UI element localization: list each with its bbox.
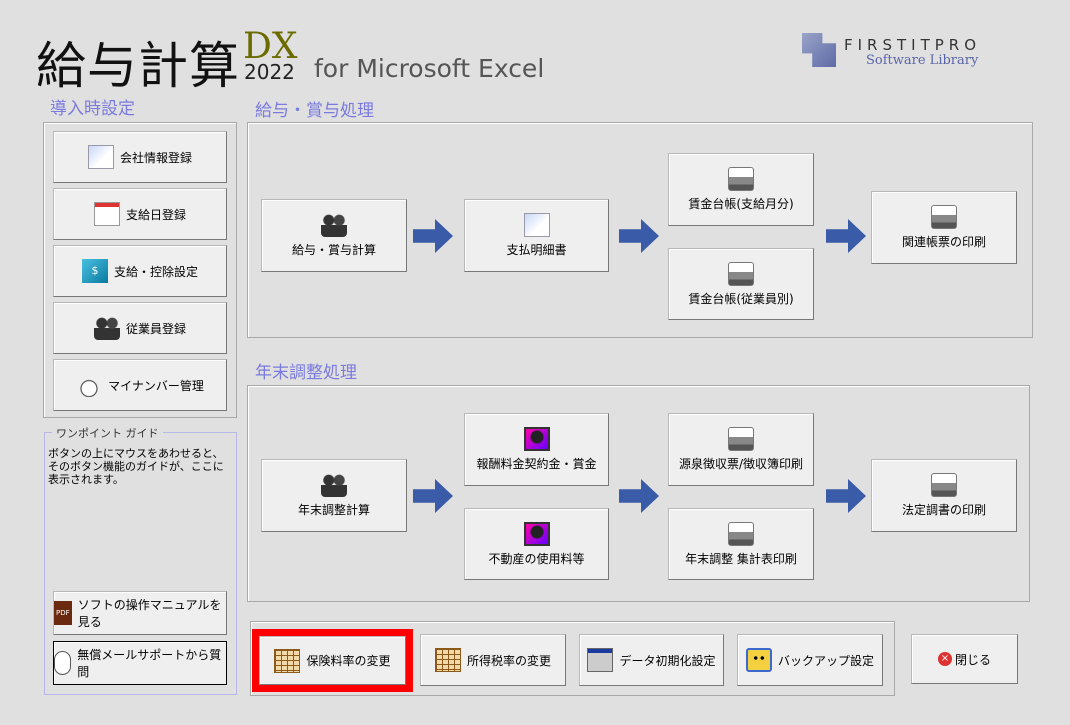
payroll-calc-button[interactable]: 給与・賞与計算 bbox=[261, 199, 407, 272]
fees-button[interactable]: 報酬料金契約金・賞金 bbox=[464, 413, 609, 486]
button-label: 不動産の使用料等 bbox=[488, 551, 585, 566]
related-print-button[interactable]: 関連帳票の印刷 bbox=[871, 191, 1017, 264]
button-label: 保険料率の変更 bbox=[306, 654, 391, 668]
printer-icon bbox=[728, 167, 754, 191]
manual-button[interactable]: PDF ソフトの操作マニュアルを見る bbox=[53, 591, 227, 635]
button-label: 閉じる bbox=[954, 652, 991, 667]
button-label: 関連帳票の印刷 bbox=[901, 235, 986, 249]
button-label: 支給・控除設定 bbox=[113, 264, 198, 279]
puzzle-icon bbox=[802, 33, 836, 67]
button-label: 支給日登録 bbox=[125, 207, 186, 222]
calendar-icon bbox=[93, 202, 120, 226]
button-label: 支払明細書 bbox=[506, 243, 567, 257]
button-label: バックアップ設定 bbox=[777, 653, 874, 668]
button-label: マイナンバー管理 bbox=[108, 378, 204, 393]
platform-label: for Microsoft Excel bbox=[314, 54, 545, 83]
button-label: 無償メールサポートから質問 bbox=[77, 648, 222, 679]
money-icon: $ bbox=[81, 259, 108, 283]
people-icon bbox=[321, 213, 347, 237]
company-icon bbox=[87, 145, 114, 169]
printer-icon bbox=[728, 521, 754, 546]
button-label: データ初期化設定 bbox=[619, 653, 716, 668]
button-label: 賃金台帳(支給月分) bbox=[688, 197, 794, 211]
employee-register-button[interactable]: 従業員登録 bbox=[53, 302, 227, 354]
logo-name: FIRSTITPRO bbox=[844, 36, 982, 54]
button-label: 年末調整計算 bbox=[297, 503, 370, 517]
close-button[interactable]: ×閉じる bbox=[911, 634, 1018, 684]
setup-panel bbox=[43, 122, 237, 418]
ledger-month-button[interactable]: 賃金台帳(支給月分) bbox=[668, 153, 814, 226]
withholding-print-button[interactable]: 源泉徴収票/徴収簿印刷 bbox=[668, 413, 814, 486]
button-label: 報酬料金契約金・賞金 bbox=[476, 457, 597, 471]
button-label: ソフトの操作マニュアルを見る bbox=[77, 598, 222, 629]
vendor-logo: FIRSTITPRO Software Library bbox=[802, 33, 1022, 73]
backup-button[interactable]: バックアップ設定 bbox=[737, 634, 883, 686]
income-tax-rate-button[interactable]: 所得税率の変更 bbox=[420, 634, 566, 686]
printer-icon bbox=[931, 473, 957, 497]
support-button[interactable]: 無償メールサポートから質問 bbox=[53, 641, 227, 685]
button-label: 法定調書の印刷 bbox=[901, 503, 986, 517]
close-icon: × bbox=[937, 652, 952, 666]
ledger-employee-button[interactable]: 賃金台帳(従業員別) bbox=[668, 248, 814, 320]
pdf-icon: PDF bbox=[54, 601, 72, 625]
company-info-button[interactable]: 会社情報登録 bbox=[53, 131, 227, 183]
button-label: 賃金台帳(従業員別) bbox=[688, 291, 794, 306]
app-title: 給与計算 bbox=[36, 37, 240, 95]
table-icon bbox=[434, 648, 461, 672]
payroll-title: 給与・賞与処理 bbox=[255, 101, 374, 121]
statutory-print-button[interactable]: 法定調書の印刷 bbox=[871, 459, 1017, 532]
edition-label: DX bbox=[243, 26, 298, 67]
yearend-panel bbox=[247, 385, 1030, 602]
year-label: 2022 bbox=[244, 60, 295, 84]
guide-title: ワンポイント ガイド bbox=[52, 425, 163, 441]
logo-subtitle: Software Library bbox=[866, 53, 979, 68]
payday-button[interactable]: 支給日登録 bbox=[53, 188, 227, 240]
insurance-rate-button[interactable]: 保険料率の変更 bbox=[259, 636, 406, 685]
printer-icon bbox=[728, 427, 754, 451]
button-label: 給与・賞与計算 bbox=[291, 243, 376, 257]
printer-icon bbox=[931, 205, 957, 229]
printer-icon bbox=[728, 261, 754, 286]
yearend-calc-button[interactable]: 年末調整計算 bbox=[261, 459, 407, 532]
payslip-button[interactable]: 支払明細書 bbox=[464, 199, 609, 272]
people-icon bbox=[93, 316, 120, 340]
button-label: 源泉徴収票/徴収簿印刷 bbox=[678, 457, 804, 471]
person-photo-icon bbox=[523, 427, 550, 451]
person-photo-icon bbox=[523, 521, 550, 546]
yearend-title: 年末調整処理 bbox=[255, 363, 357, 383]
payroll-panel bbox=[247, 122, 1033, 338]
highlight-box bbox=[252, 629, 413, 692]
guide-text: ボタンの上にマウスをあわせると、そのボタン機能のガイドが、ここに表示されます。 bbox=[48, 447, 224, 486]
summary-print-button[interactable]: 年末調整 集計表印刷 bbox=[668, 508, 814, 580]
real-estate-button[interactable]: 不動産の使用料等 bbox=[464, 508, 609, 580]
rabbit-icon bbox=[76, 373, 103, 397]
people-icon bbox=[321, 473, 347, 497]
data-init-button[interactable]: データ初期化設定 bbox=[579, 634, 724, 686]
button-label: 会社情報登録 bbox=[119, 150, 192, 165]
computer-icon bbox=[587, 648, 614, 672]
payment-deduction-button[interactable]: $ 支給・控除設定 bbox=[53, 245, 227, 297]
backup-monitor-icon bbox=[745, 648, 772, 672]
settings-panel bbox=[250, 621, 895, 696]
payslip-icon bbox=[523, 213, 550, 237]
mynumber-button[interactable]: マイナンバー管理 bbox=[53, 359, 227, 411]
mouse-icon bbox=[54, 651, 72, 675]
button-label: 所得税率の変更 bbox=[466, 653, 551, 668]
button-label: 年末調整 集計表印刷 bbox=[685, 551, 797, 566]
button-label: 従業員登録 bbox=[125, 321, 186, 336]
table-icon bbox=[274, 648, 301, 673]
setup-title: 導入時設定 bbox=[50, 99, 135, 119]
